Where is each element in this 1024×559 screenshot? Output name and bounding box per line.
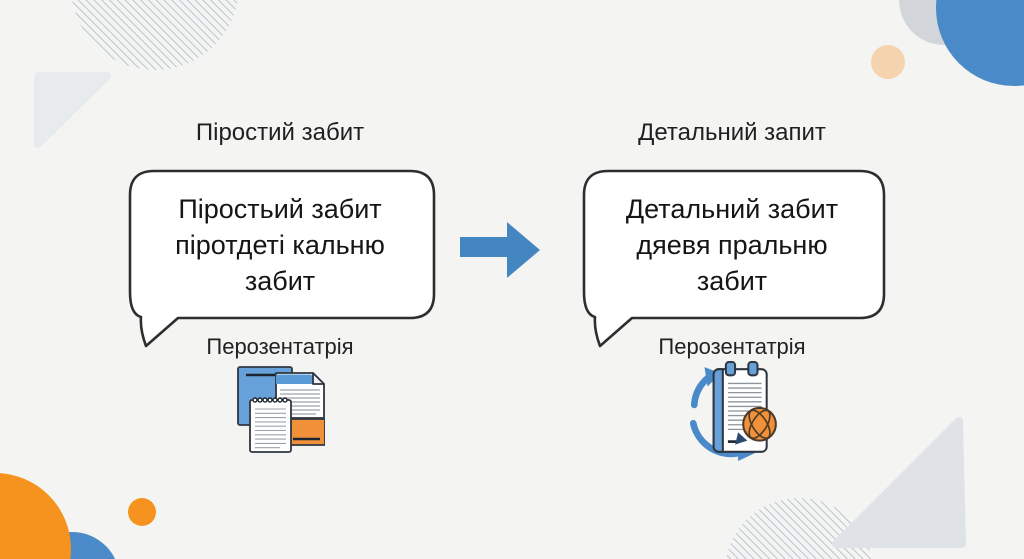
left-bubble-text: Піростьий забит піротдеті кальню забит xyxy=(132,176,428,314)
gray-triangle-top-left xyxy=(34,72,111,148)
small-orange-dot-bottom-left xyxy=(128,498,156,526)
right-bubble-line-2: дяевя пральню xyxy=(636,230,828,260)
right-column-title: Детальний запит xyxy=(638,119,826,146)
clipboard-sync-globe-icon xyxy=(681,360,783,467)
left-caption: Перозентатрія xyxy=(206,334,354,359)
left-column-title: Піростий забит xyxy=(195,119,365,146)
gray-triangle-bottom-right xyxy=(832,417,966,548)
hatched-circle-top-left xyxy=(72,0,238,70)
right-caption: Перозентатрія xyxy=(658,334,806,359)
right-bubble-line-1: Детальний забит xyxy=(625,194,839,224)
peach-circle-top-right xyxy=(871,45,905,79)
blue-circle-top-right xyxy=(936,0,1024,86)
left-bubble-line-1: Піростьий забит xyxy=(178,194,382,224)
orange-circle-bottom-left xyxy=(0,473,71,559)
gray-circle-top-right xyxy=(899,0,989,45)
right-bubble-line-3: забит xyxy=(696,266,768,296)
right-arrow-icon xyxy=(460,222,540,278)
right-bubble-text: Детальний забит дяевя пральню забит xyxy=(586,176,878,314)
left-bubble-line-3: забит xyxy=(244,266,316,296)
right-speech-bubble xyxy=(582,169,886,348)
left-speech-bubble xyxy=(128,169,436,348)
documents-stack-icon xyxy=(230,364,326,464)
blue-circle-bottom-left xyxy=(28,532,116,559)
hatched-circle-bottom-right xyxy=(726,498,872,559)
left-bubble-line-2: піротдеті кальню xyxy=(175,230,385,260)
